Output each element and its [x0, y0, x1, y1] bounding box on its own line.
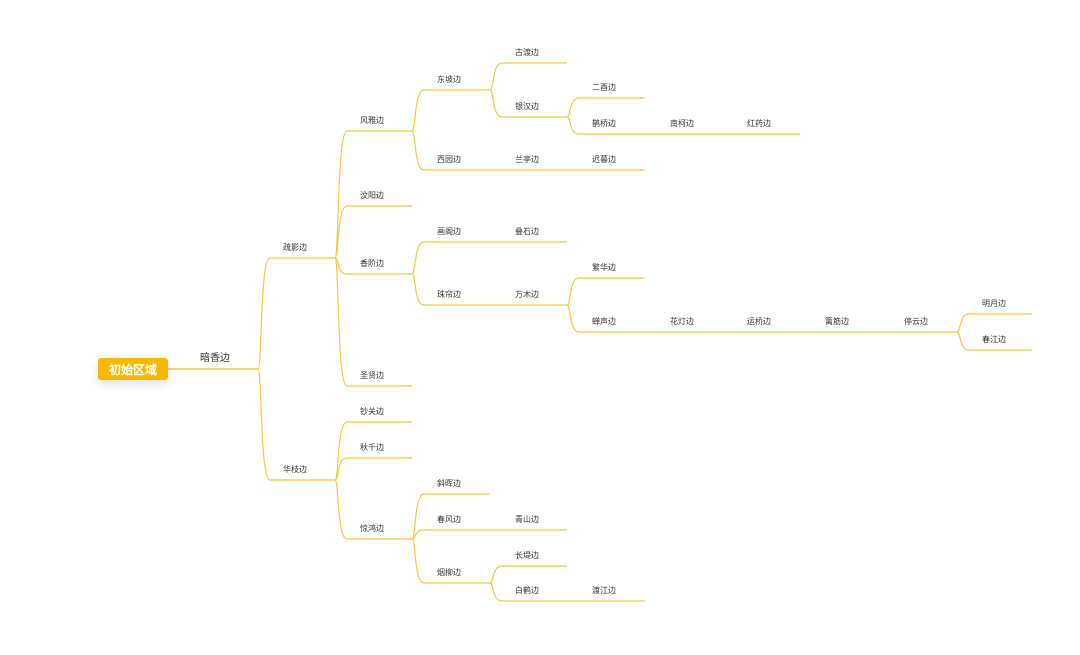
link-shengxian: [334, 257, 412, 387]
node-huage[interactable]: 画阁边: [437, 227, 461, 236]
link-chunfeng: [411, 529, 490, 540]
node-chimu[interactable]: 迟暮边: [592, 155, 616, 164]
node-tingyun[interactable]: 停云边: [904, 317, 928, 326]
node-yanliu[interactable]: 烟柳边: [437, 568, 461, 577]
node-wanmu[interactable]: 万木边: [515, 290, 539, 299]
node-changdi[interactable]: 长堤边: [515, 551, 539, 560]
link-chunjiang: [956, 331, 1032, 351]
node-fengya[interactable]: 风雅边: [360, 116, 384, 125]
node-lijin[interactable]: 篱筋边: [825, 317, 849, 326]
node-qiuqian[interactable]: 秋千边: [360, 443, 384, 452]
node-wenyang[interactable]: 汶阳边: [360, 191, 384, 200]
link-jinghong: [334, 479, 412, 540]
node-fanhua[interactable]: 繁华边: [592, 263, 616, 272]
link-changdi: [489, 565, 567, 584]
node-qingshan[interactable]: 青山边: [515, 515, 539, 524]
node-chaoguan[interactable]: 钞关边: [360, 407, 384, 416]
link-chansheng: [566, 304, 645, 333]
link-gudu: [489, 62, 567, 91]
node-lanting[interactable]: 兰亭边: [515, 155, 539, 164]
link-fanhua: [566, 277, 645, 306]
link-xiangjie: [334, 257, 412, 275]
link-xiyuan: [411, 130, 490, 171]
node-chunfeng[interactable]: 春风边: [437, 515, 461, 524]
node-yunqiao[interactable]: 运桥边: [747, 317, 771, 326]
node-hongyao[interactable]: 红药边: [747, 119, 771, 128]
node-queqiao[interactable]: 鹊桥边: [592, 119, 616, 128]
link-baihe: [489, 582, 567, 602]
node-dujiang[interactable]: 渡江边: [592, 586, 616, 595]
node-xiehui[interactable]: 斜晖边: [437, 479, 461, 488]
link-zhulian: [411, 273, 490, 306]
node-xiangjie[interactable]: 香阶边: [360, 259, 384, 268]
node-chansheng[interactable]: 蝉声边: [592, 317, 616, 326]
link-xiehui: [411, 493, 490, 540]
node-shengxian[interactable]: 圣贤边: [360, 371, 384, 380]
link-dongpo: [411, 89, 490, 132]
link-mingyue: [956, 313, 1032, 333]
link-qiuqian: [334, 457, 412, 481]
node-mingyue[interactable]: 明月边: [982, 299, 1006, 308]
node-yinhan[interactable]: 银汉边: [515, 102, 539, 111]
link-huazhi: [257, 368, 335, 481]
node-eryou[interactable]: 二酉边: [592, 83, 616, 92]
node-nanke[interactable]: 南柯边: [670, 119, 694, 128]
node-zhulian[interactable]: 珠帘边: [437, 290, 461, 299]
link-yanliu: [411, 538, 490, 584]
node-huadeng[interactable]: 花灯边: [670, 317, 694, 326]
node-anxiang[interactable]: 暗香边: [200, 353, 230, 364]
root-node[interactable]: 初始区域: [98, 358, 168, 380]
node-gudu[interactable]: 古渡边: [515, 48, 539, 57]
node-jinghong[interactable]: 惊鸿边: [360, 524, 384, 533]
link-shuying: [257, 257, 335, 370]
link-huage: [411, 241, 490, 275]
link-eryou: [566, 97, 645, 118]
link-yinhan: [489, 89, 567, 118]
node-chunjiang[interactable]: 春江边: [982, 335, 1006, 344]
link-wenyang: [334, 205, 412, 259]
link-fengya: [334, 130, 412, 259]
node-dieshi[interactable]: 叠石边: [515, 227, 539, 236]
node-xiyuan[interactable]: 西园边: [437, 155, 461, 164]
node-huazhi[interactable]: 华枝边: [283, 465, 307, 474]
node-baihe[interactable]: 白鹤边: [515, 586, 539, 595]
link-queqiao: [566, 116, 645, 135]
node-dongpo[interactable]: 东坡边: [437, 75, 461, 84]
node-shuying[interactable]: 疏影边: [283, 243, 307, 252]
